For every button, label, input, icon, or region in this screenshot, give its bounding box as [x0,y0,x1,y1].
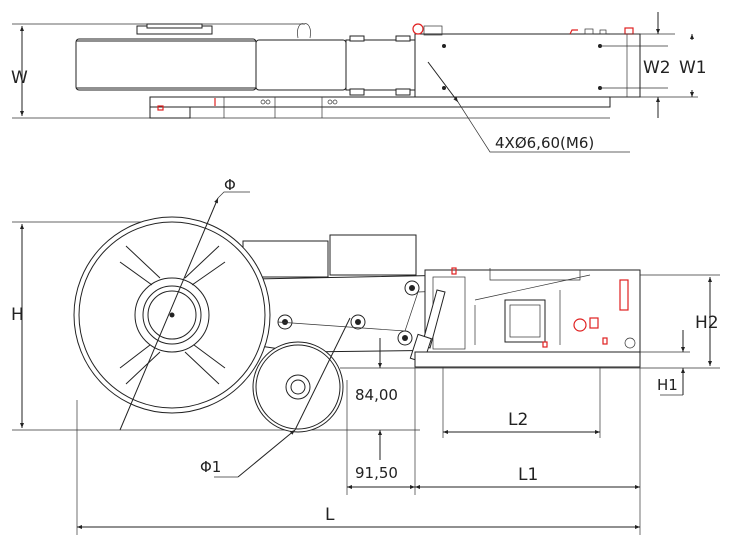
reel-body-top [75,38,257,91]
supply-reel [73,216,271,414]
hole-leader [427,61,459,103]
mounting-plate-top [414,33,641,98]
side-view: H [11,176,720,535]
hole-callout: 4XØ6,60(M6) [495,134,594,152]
w2-label: W2 [643,58,671,78]
dim-84: 84,00 [355,386,398,404]
dim-91-50: 91,50 [355,464,398,482]
w1-label: W1 [679,58,707,78]
feeder-mechanism [409,267,641,378]
h-label: H [11,305,24,325]
l2-label: L2 [508,410,528,430]
take-up-wheel [252,341,344,433]
h2-label: H2 [695,313,719,333]
phi1-label: Φ1 [200,458,221,476]
phi-label: Φ [224,176,236,194]
h1-label: H1 [657,376,678,394]
l1-label: L1 [518,465,538,485]
w-label: W [11,68,28,88]
top-view: W [11,12,707,153]
phi-leader [119,197,219,431]
l-label: L [325,505,335,525]
rollers [277,280,420,346]
